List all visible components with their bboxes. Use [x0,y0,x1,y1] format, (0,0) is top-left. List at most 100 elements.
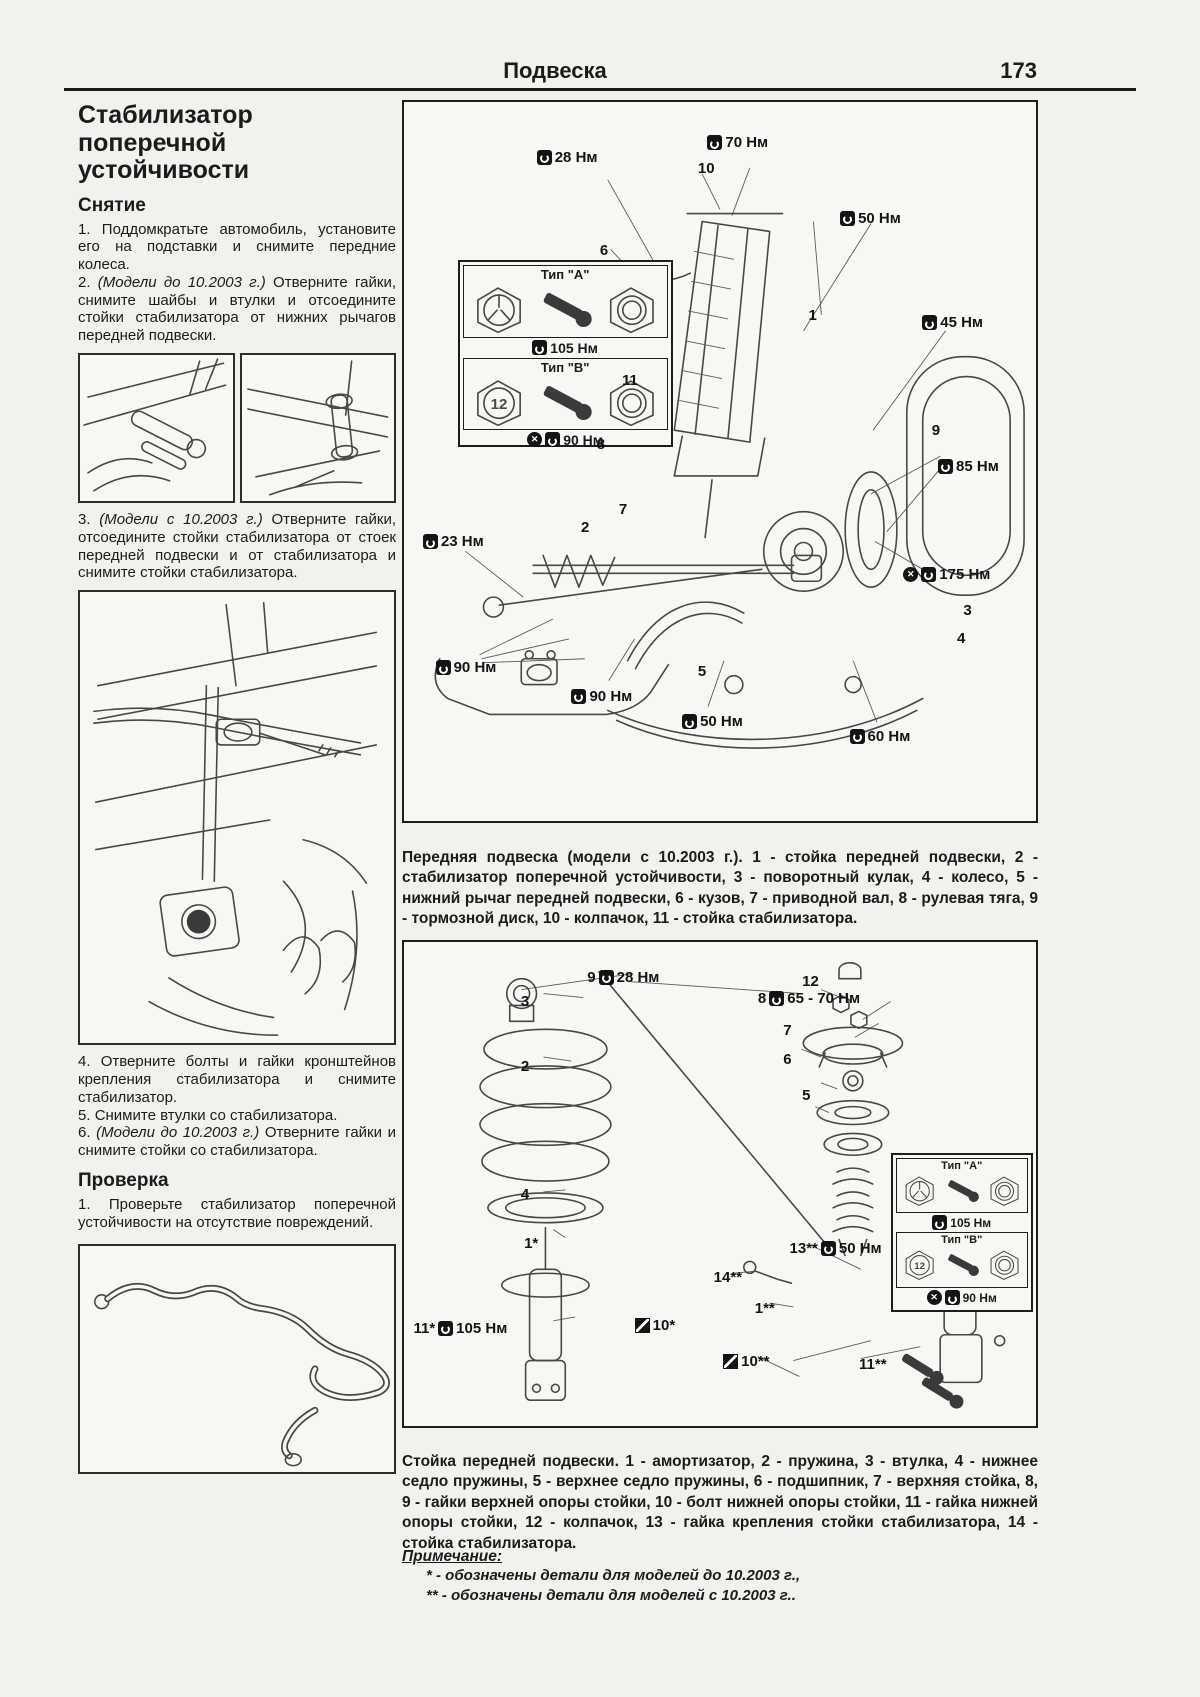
label-text: 2 [580,519,590,537]
part-number-label: 8 [597,436,605,453]
torque-label: 90 Нм [571,688,632,705]
label-text: 2 [520,1058,530,1076]
procedure-step: 1. Проверьте стабилизатор поперечной уст… [78,1196,396,1231]
label-text: 5 [697,662,707,680]
part-number-label: 5 [698,663,706,680]
torque-icon [707,135,723,151]
torque-label: 60 Нм [849,728,910,745]
model-note: (Модели до 10.2003 г.) [97,273,274,291]
page-number: 173 [1000,58,1037,83]
procedure-step: 1. Поддомкратьте автомобиль, установите … [78,220,396,274]
label-text: 23 Нм [440,533,484,551]
nut-bolt-icons [905,1176,1019,1206]
label-text: 11 [622,371,638,389]
part-number-label: 5 [802,1087,810,1104]
label-text: 3 [963,601,972,619]
removal-heading: Снятие [78,194,146,216]
label-text: 14** [713,1268,743,1286]
part-number-label: 7 [783,1022,791,1039]
figure-stabilizer-bar [78,1243,396,1474]
torque-label: 90 Нм [435,659,496,676]
part-number-label: 1 [808,307,816,324]
figure-link-new-model [239,353,396,504]
type-a-torque: 105 Нм [463,338,668,358]
part-number-label: 3 [963,602,971,619]
replace-icon [926,1290,942,1306]
label-text: 1 [808,306,817,324]
label-text: 11** [859,1355,887,1373]
label-text: 9 [931,421,941,439]
type-b-label: Тип "В" [540,359,590,375]
procedure-step: 4. Отверните болты и гайки кронштейнов к… [78,1053,397,1106]
procedure-step: 3. (Модели с 10.2003 г.) Отверните гайки… [78,511,396,582]
torque-icon [435,660,451,676]
figure-sketch [94,1282,390,1467]
removal-steps-a: 1. Поддомкратьте автомобиль, установите … [78,221,396,346]
header-rule [64,88,1136,91]
torque-icon [921,566,937,582]
type-a-torque: 105 Нм [896,1213,1028,1232]
torque-label: 50 Нм [682,713,743,730]
torque-icon [545,432,561,448]
part-number-prefix: 8 [757,990,767,1008]
part-number-label: 3 [521,993,529,1010]
label-text: 65 - 70 Нм [787,990,861,1008]
type-b-row: Тип "В" 12 [462,357,668,430]
torque-label: 28 Нм [536,149,598,166]
note-line: * - обозначены детали для моделей до 10.… [426,1567,801,1584]
torque-icon [849,728,865,744]
label-text: 175 Нм [939,565,991,583]
front-suspension-diagram: Тип "А" 105 Нм Тип "В" 12 [402,100,1038,823]
type-b-row: Тип "В" 12 [895,1232,1028,1289]
label-text: 28 Нм [616,968,660,986]
replace-icon [903,566,919,582]
procedure-step: 6. (Модели до 10.2003 г.) Отверните гайк… [78,1124,396,1160]
torque-icon [598,969,614,985]
step-number: 1. [78,220,102,238]
label-text: 8 [596,436,606,454]
torque-label: 175 Нм [903,566,990,583]
torque-icon [571,688,587,704]
part-number-label: 2 [521,1058,529,1075]
part-number-label: 6 [783,1051,791,1068]
model-note: (Модели до 10.2003 г.) [96,1124,265,1142]
label-text: 4 [957,630,966,648]
svg-text:12: 12 [490,396,507,413]
label-text: 7 [618,501,628,519]
torque-label: 70 Нм [707,134,768,151]
torque-label: 50 Нм [840,210,901,227]
type-b-label: Тип "В" [941,1234,983,1247]
svg-text:12: 12 [914,1261,925,1272]
part-number-prefix: 11* [413,1319,436,1337]
step-number: 2. [78,273,98,291]
nut-type-box: Тип "А" 105 Нм Тип "В" 12 [457,260,673,448]
step-number: 3. [78,511,100,529]
label-text: 1** [754,1300,775,1318]
part-number-prefix: 9 [587,968,596,986]
label-text: 105 Нм [456,1319,508,1337]
torque-icon [922,315,938,331]
label-text: 85 Нм [956,457,999,475]
part-number-label: 1* [524,1235,538,1252]
type-a-row: Тип "А" [895,1157,1028,1214]
figure-sketch [83,358,227,492]
label-text: 45 Нм [940,314,984,332]
part-number-label: 12 [802,973,819,990]
step-number: 6. [78,1124,97,1142]
note-block: Примечание: * - обозначены детали для мо… [402,1548,1038,1606]
label-text: 90 Нм [589,687,633,705]
left-column: Стабилизатор поперечной устойчивости Сня… [78,101,397,1474]
page-title: Подвеска [503,58,607,83]
part-number-label: 14** [714,1269,742,1286]
figure-link-old-model [78,353,235,504]
torque-icon [532,340,548,355]
part-number-label: 7 [619,501,627,518]
check-steps: 1. Проверьте стабилизатор поперечной уст… [78,1196,396,1232]
diagram1-caption: Передняя подвеска (модели с 10.2003 г.).… [402,848,1038,928]
torque-icon [438,1320,454,1336]
model-note: (Модели с 10.2003 г.) [99,511,272,529]
nut-bolt-icons: 12 [905,1250,1019,1281]
figure-stabilizer-removal [78,590,396,1046]
part-number-label: 10 [698,160,715,177]
